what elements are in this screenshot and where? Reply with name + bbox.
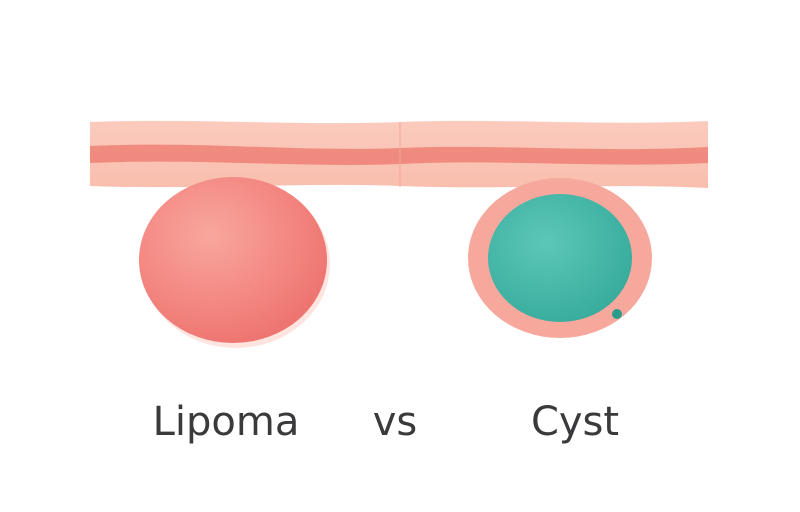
cyst-mass bbox=[468, 178, 652, 338]
lipoma-label: Lipoma bbox=[152, 399, 300, 445]
cyst-core bbox=[488, 194, 632, 322]
skin-layer-band bbox=[90, 144, 708, 165]
lipoma-mass bbox=[139, 177, 330, 348]
skin-layer bbox=[90, 120, 708, 188]
cyst-label: Cyst bbox=[530, 399, 620, 445]
versus-label: vs bbox=[372, 399, 418, 445]
cyst-dot bbox=[612, 309, 622, 319]
